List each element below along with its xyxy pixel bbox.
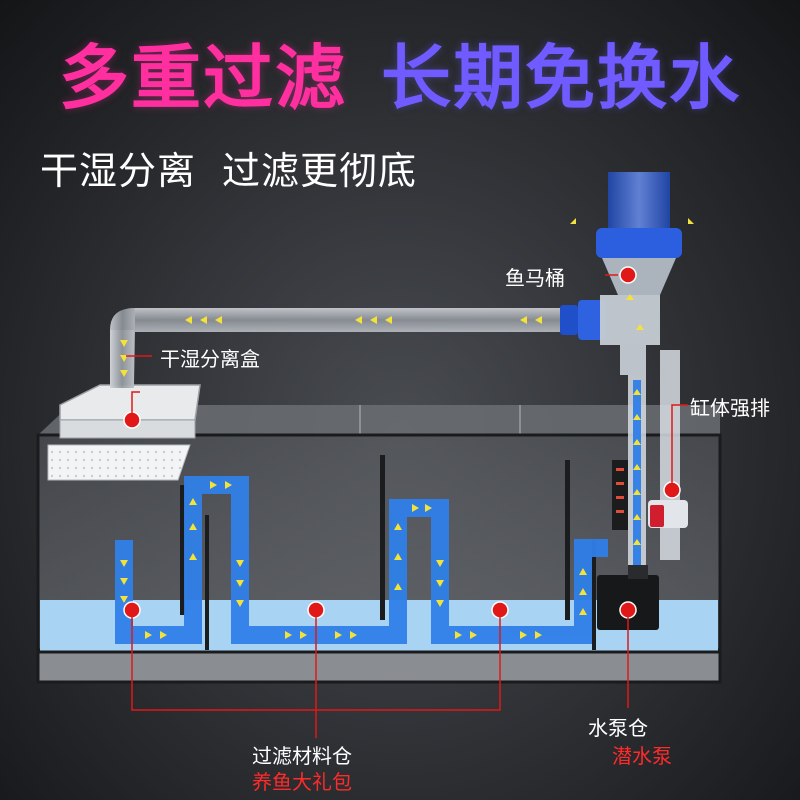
marker-fish-toilet xyxy=(619,266,637,284)
label-filter-chamber-note: 养鱼大礼包 xyxy=(252,770,352,794)
level-gauge xyxy=(612,460,628,530)
label-pump-note: 潜水泵 xyxy=(612,744,672,768)
flow-arrows xyxy=(120,218,694,639)
headline: 多重过滤长期免换水 xyxy=(0,22,800,123)
fish-toilet-unit xyxy=(596,172,688,575)
label-pump-chamber: 水泵仓 xyxy=(588,716,648,740)
label-dry-wet-box: 干湿分离盒 xyxy=(160,347,260,371)
label-fish-toilet: 鱼马桶 xyxy=(505,266,565,290)
label-filter-chamber: 过滤材料仓 xyxy=(252,744,352,768)
leader-lines xyxy=(126,274,688,738)
headline-part2: 长期免换水 xyxy=(381,37,741,119)
dry-wet-box xyxy=(47,384,201,481)
headline-part1: 多重过滤 xyxy=(59,37,347,119)
tank-back xyxy=(38,405,720,435)
return-pipe xyxy=(110,300,606,388)
subheadline-part1: 干湿分离 xyxy=(40,149,197,193)
label-tank-drain: 缸体强排 xyxy=(690,396,770,420)
subheadline-part2: 过滤更彻底 xyxy=(222,149,418,193)
subheadline: 干湿分离过滤更彻底 xyxy=(40,140,417,195)
flow-path xyxy=(115,380,641,644)
